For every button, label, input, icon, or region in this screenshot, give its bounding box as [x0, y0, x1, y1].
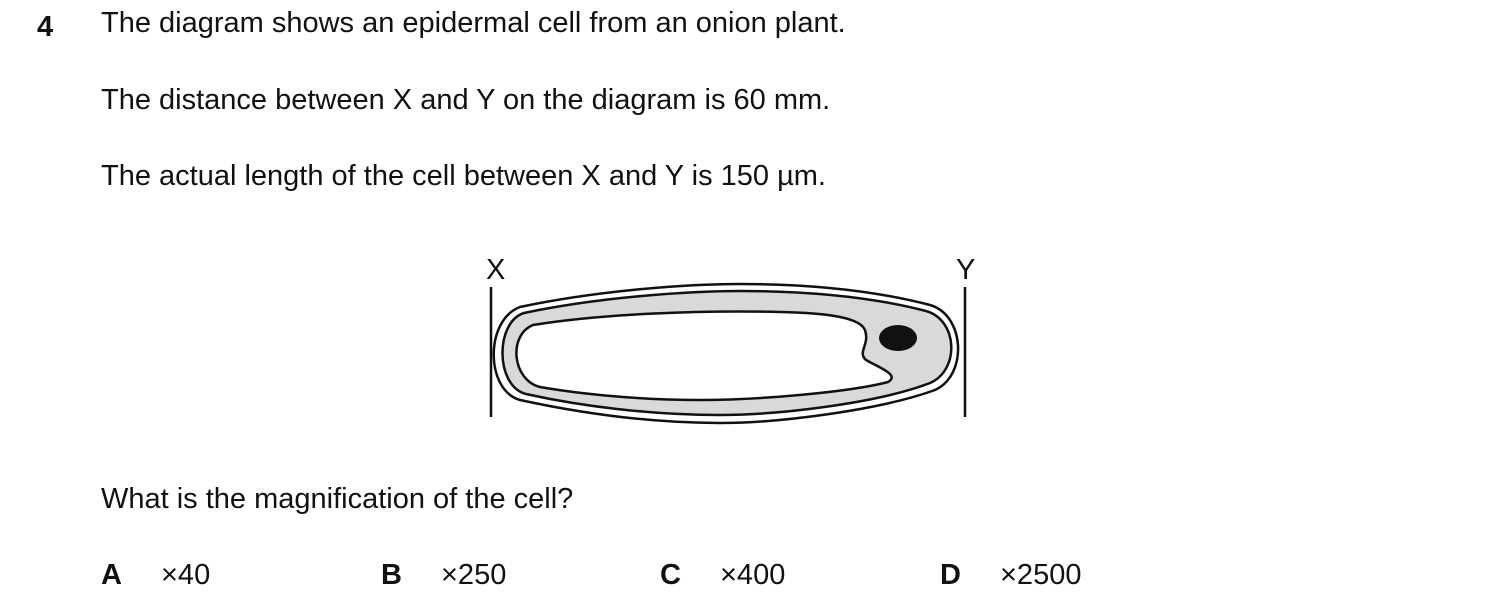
distance-statement: The distance between X and Y on the diag… — [101, 84, 831, 116]
option-d-letter: D — [940, 559, 961, 591]
question-number: 4 — [37, 11, 54, 43]
option-c-letter: C — [660, 559, 681, 591]
option-b-value: ×250 — [441, 559, 507, 591]
question-prompt: What is the magnification of the cell? — [101, 483, 574, 515]
option-a-value: ×40 — [161, 559, 211, 591]
actual-length-statement: The actual length of the cell between X … — [101, 160, 826, 192]
label-x: X — [486, 254, 505, 286]
option-c[interactable]: C ×400 — [660, 558, 785, 592]
option-c-value: ×400 — [720, 559, 786, 591]
option-b[interactable]: B ×250 — [381, 558, 506, 592]
label-y: Y — [956, 254, 975, 286]
nucleus — [879, 325, 917, 351]
vacuole — [515, 310, 893, 402]
option-d[interactable]: D ×2500 — [940, 558, 1081, 592]
option-a-letter: A — [101, 559, 122, 591]
onion-cell-diagram: X Y — [486, 254, 975, 425]
question-intro: The diagram shows an epidermal cell from… — [101, 7, 846, 39]
option-d-value: ×2500 — [1000, 559, 1082, 591]
option-b-letter: B — [381, 559, 402, 591]
option-a[interactable]: A ×40 — [101, 558, 210, 592]
